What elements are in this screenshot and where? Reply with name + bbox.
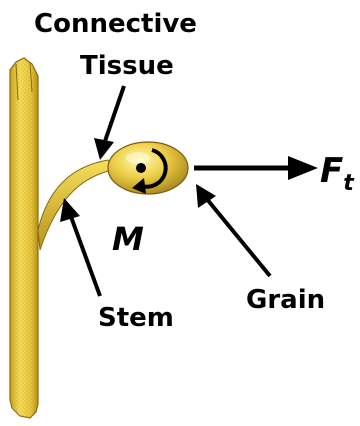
force-main: F [320,151,343,191]
grain-pointer [196,184,270,276]
connective-label-line1: Connective [34,9,197,39]
grain-label: Grain [246,285,325,315]
connective-tissue-pointer [94,86,124,160]
stem-branch [38,160,112,250]
force-subscript: t [343,171,355,196]
main-stalk [10,58,38,418]
moment-center-dot [136,163,146,173]
moment-label: M [112,220,144,258]
stem-pointer [60,198,100,296]
connective-label-line2: Tissue [80,51,174,81]
force-label: Ft [320,151,355,196]
stem-label: Stem [98,303,174,333]
force-arrow [194,156,318,180]
